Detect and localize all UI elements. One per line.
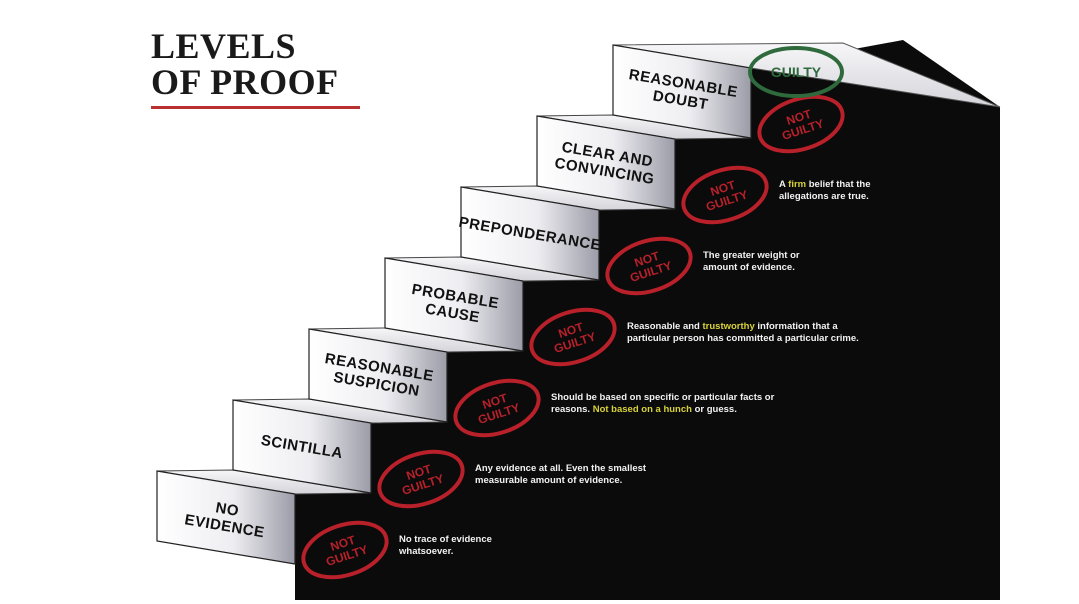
title-line-2: OF PROOF — [151, 62, 339, 102]
description-segment: particular person has committed a partic… — [627, 333, 859, 344]
step-description-line: particular person has committed a partic… — [627, 333, 859, 344]
description-segment: amount of evidence. — [703, 262, 795, 273]
stamp-ring — [301, 520, 389, 580]
step-description-line: No trace of evidence — [399, 534, 492, 545]
stamp-ring — [377, 449, 465, 509]
description-segment: or guess. — [692, 404, 737, 415]
step-face-preponderance — [460, 186, 600, 281]
step-description-line: whatsoever. — [398, 546, 453, 557]
step-description-line: The greater weight or — [703, 250, 800, 261]
step-face-no-evidence — [156, 470, 296, 565]
step-description-line: measurable amount of evidence. — [475, 475, 622, 486]
title-line-1: LEVELS — [151, 26, 297, 66]
guilty-stamp-text: GUILTY — [771, 64, 822, 80]
step-face-probable-cause — [384, 257, 524, 352]
staircase-side-block — [295, 40, 1000, 600]
description-segment: whatsoever. — [398, 546, 453, 557]
description-segment: information that a — [755, 321, 839, 332]
highlighted-phrase: Not based on a hunch — [593, 404, 692, 415]
step-face-clear-and-convincing — [536, 115, 676, 210]
step-description-line: Any evidence at all. Even the smallest — [475, 463, 647, 474]
stamp-ring — [757, 94, 845, 154]
guilty-stamp: GUILTY — [748, 46, 844, 98]
step-description-line: allegations are true. — [779, 191, 869, 202]
step-description-line: Should be based on specific or particula… — [551, 392, 775, 403]
description-segment: No trace of evidence — [399, 534, 492, 545]
description-segment: Reasonable and — [627, 321, 703, 332]
step-description-line: amount of evidence. — [703, 262, 795, 273]
description-segment: Any evidence at all. Even the smallest — [475, 463, 647, 474]
step-face-reasonable-suspicion — [308, 328, 448, 423]
stamp-ring — [681, 165, 769, 225]
stamp-ring — [453, 378, 541, 438]
description-segment: belief that the — [806, 179, 870, 190]
step-description-line: Reasonable and trustworthy information t… — [627, 321, 838, 332]
description-segment: A — [779, 179, 788, 190]
diagram-title: LEVELS OF PROOF — [151, 28, 339, 100]
description-segment: allegations are true. — [779, 191, 869, 202]
step-label-line: NO — [214, 499, 240, 520]
guilty-stamp-ring — [748, 46, 844, 98]
stamp-ring — [605, 236, 693, 296]
step-description-line: reasons. Not based on a hunch or guess. — [551, 404, 737, 415]
step-face-scintilla — [232, 399, 372, 494]
stamp-ring — [529, 307, 617, 367]
description-segment: reasons. — [551, 404, 593, 415]
description-segment: The greater weight or — [703, 250, 800, 261]
highlighted-phrase: trustworthy — [703, 321, 756, 332]
description-segment: Should be based on specific or particula… — [551, 392, 775, 403]
description-segment: measurable amount of evidence. — [475, 475, 622, 486]
title-underline — [151, 106, 360, 109]
highlighted-phrase: firm — [788, 179, 806, 190]
step-description-line: A firm belief that the — [779, 179, 871, 190]
step-face-reasonable-doubt — [612, 44, 752, 139]
